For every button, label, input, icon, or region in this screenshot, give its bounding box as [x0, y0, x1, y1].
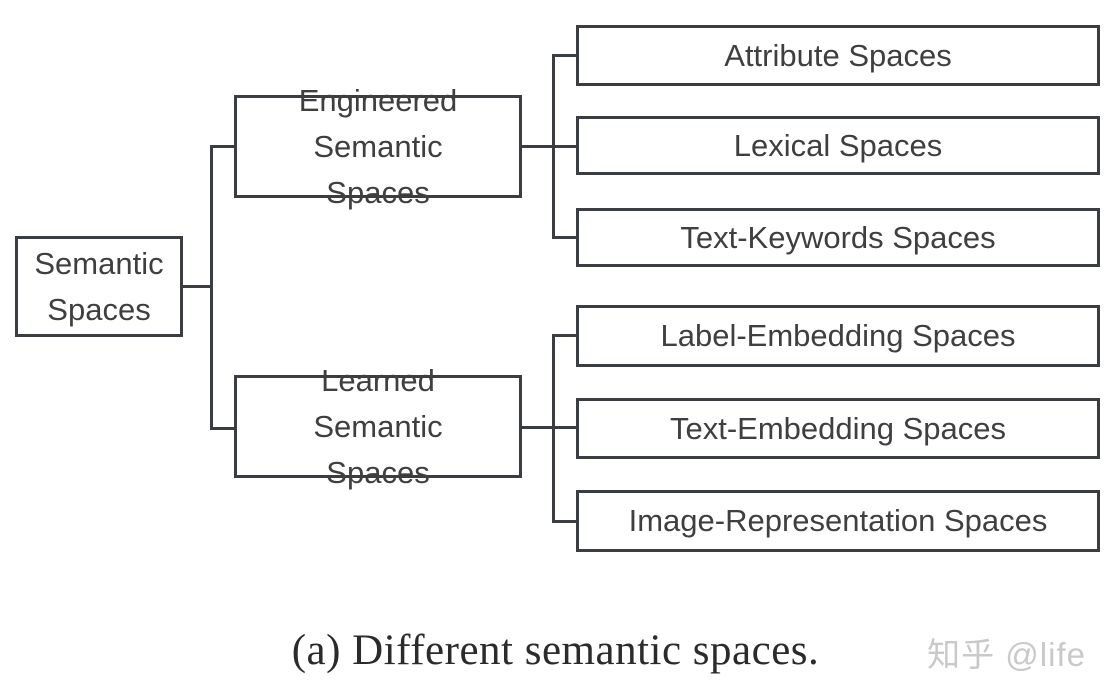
connector-root-to-trunk: [183, 285, 213, 288]
node-text-embedding-spaces: Text-Embedding Spaces: [576, 398, 1100, 459]
connector-learned-trunk: [552, 334, 555, 523]
node-image-representation-spaces: Image-Representation Spaces: [576, 490, 1100, 552]
node-semantic-spaces: Semantic Spaces: [15, 236, 183, 337]
node-lexical-spaces: Lexical Spaces: [576, 116, 1100, 175]
connector-trunk-to-text-keywords: [552, 236, 578, 239]
figure-caption: (a) Different semantic spaces.: [291, 627, 820, 674]
connector-learned-to-trunk: [522, 426, 578, 429]
connector-trunk-to-attribute: [552, 54, 578, 57]
node-learned-semantic-spaces: Learned Semantic Spaces: [234, 363, 522, 490]
connector-trunk-to-engineered: [210, 145, 236, 148]
connector-trunk-to-image-representation: [552, 520, 578, 523]
connector-left-trunk: [210, 145, 213, 430]
connector-engineered-to-trunk: [522, 145, 578, 148]
node-attribute-spaces: Attribute Spaces: [576, 25, 1100, 86]
node-engineered-semantic-spaces: Engineered Semantic Spaces: [234, 83, 522, 210]
connector-trunk-to-learned: [210, 427, 236, 430]
node-text-keywords-spaces: Text-Keywords Spaces: [576, 208, 1100, 267]
node-label-embedding-spaces: Label-Embedding Spaces: [576, 305, 1100, 367]
connector-trunk-to-label-embedding: [552, 334, 578, 337]
connector-engineered-trunk: [552, 54, 555, 239]
zhihu-watermark: 知乎 @life: [927, 636, 1086, 673]
